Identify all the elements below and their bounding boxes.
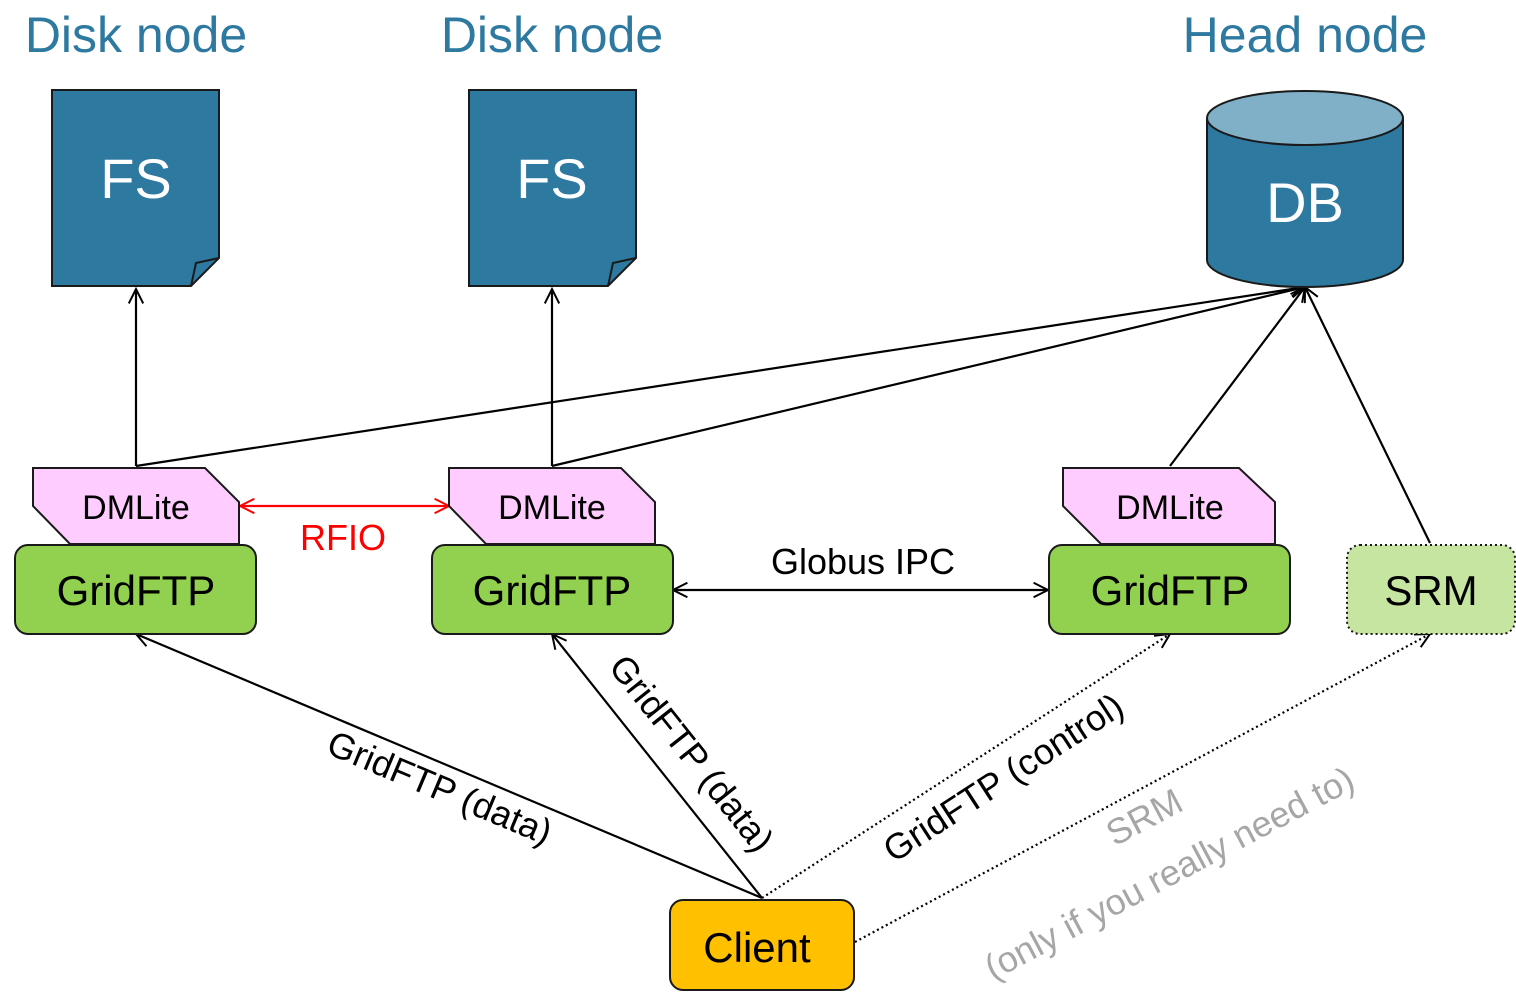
dmlite-tag-3: DMLite xyxy=(1062,467,1276,545)
srm-label: SRM xyxy=(1384,567,1477,614)
db-cylinder: DB xyxy=(1206,90,1404,288)
dmlite-label-3: DMLite xyxy=(1116,489,1224,527)
fs-document-1: FS xyxy=(51,89,220,287)
fs-label-1: FS xyxy=(100,147,172,210)
gridftp-label-1: GridFTP xyxy=(57,567,216,614)
edge-client-to-srm xyxy=(854,634,1430,943)
gridftp-label-2: GridFTP xyxy=(473,567,632,614)
gridftp-control-label: GridFTP (control) xyxy=(876,685,1131,870)
fs-document-2: FS xyxy=(468,89,637,287)
edge-client-to-gridftp1 xyxy=(136,634,763,900)
srm-box: SRM xyxy=(1346,544,1516,635)
client-label: Client xyxy=(703,924,811,971)
client-box: Client xyxy=(669,899,855,991)
gridftp-data-left-label: GridFTP (data) xyxy=(322,722,559,853)
edge-client-to-gridftp2 xyxy=(552,634,763,899)
dmlite-label-1: DMLite xyxy=(82,489,190,527)
gridftp-data-mid-label: GridFTP (data) xyxy=(601,647,782,860)
db-label: DB xyxy=(1266,171,1344,234)
gridftp-box-1: GridFTP xyxy=(14,544,257,635)
edge-dmlite2-to-db xyxy=(551,287,1305,468)
title-disk-node-2: Disk node xyxy=(441,7,663,63)
srm-edge-label: SRM xyxy=(1099,780,1189,854)
gridftp-label-3: GridFTP xyxy=(1091,567,1250,614)
gridftp-box-2: GridFTP xyxy=(431,544,674,635)
dmlite-tag-1: DMLite xyxy=(32,467,240,545)
title-disk-node-1: Disk node xyxy=(25,7,247,63)
globus-ipc-label: Globus IPC xyxy=(771,541,955,582)
dmlite-label-2: DMLite xyxy=(498,489,606,527)
connections xyxy=(135,287,1431,943)
edge-dmlite3-to-db xyxy=(1169,287,1305,467)
dmlite-tag-2: DMLite xyxy=(448,467,656,545)
edge-client-to-gridftp3 xyxy=(761,634,1170,899)
edge-dmlite1-to-db xyxy=(135,287,1305,468)
rfio-label: RFIO xyxy=(300,517,386,558)
title-head-node: Head node xyxy=(1183,7,1428,63)
gridftp-box-3: GridFTP xyxy=(1048,544,1291,635)
fs-label-2: FS xyxy=(516,147,588,210)
edge-srm-to-db xyxy=(1305,287,1431,544)
